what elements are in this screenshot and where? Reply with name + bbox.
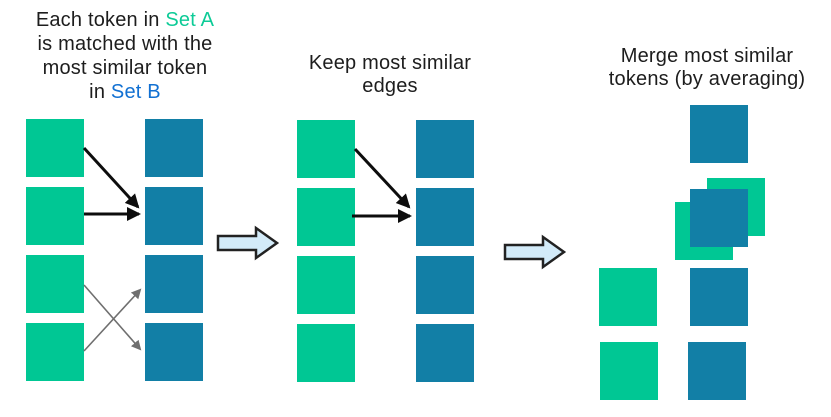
left-set-b-token-3: [145, 255, 203, 313]
middle-set-b-token-4: [416, 324, 474, 382]
left-set-b-token-2: [145, 187, 203, 245]
right-title-line1: Merge most similar: [620, 45, 794, 67]
middle-panel-title: Keep most similar edges: [277, 52, 503, 98]
right-teal-token-row4: [688, 342, 746, 400]
left-set-a-token-1: [26, 119, 84, 177]
middle-set-a-token-3: [297, 256, 355, 314]
left-panel-title: Each token in Set A is matched with the …: [0, 8, 250, 104]
right-merged-teal: [690, 189, 748, 247]
middle-title-line1: Keep most similar: [308, 52, 472, 74]
right-green-token-row3: [599, 268, 657, 326]
left-title-line4: in Set B: [89, 81, 161, 103]
middle-set-a-token-1: [297, 120, 355, 178]
middle-set-b-token-2: [416, 188, 474, 246]
step-arrow-2: [503, 234, 567, 270]
left-match-arrow-a3-b4: [83, 284, 142, 351]
middle-kept-edge-a1-b2: [353, 147, 411, 209]
right-title-line2: tokens (by averaging): [608, 68, 806, 90]
set-a-label: Set A: [165, 9, 215, 31]
left-set-b-token-4: [145, 323, 203, 381]
right-teal-token-row3: [690, 268, 748, 326]
middle-set-a-token-2: [297, 188, 355, 246]
left-title-line2: is matched with the: [37, 33, 213, 55]
right-panel-title: Merge most similar tokens (by averaging): [584, 45, 830, 91]
left-set-a-token-4: [26, 323, 84, 381]
right-token-single-teal: [690, 105, 748, 163]
left-set-b-token-1: [145, 119, 203, 177]
middle-title-line2: edges: [362, 75, 418, 97]
middle-set-b-token-3: [416, 256, 474, 314]
middle-set-b-token-1: [416, 120, 474, 178]
right-green-token-row4: [600, 342, 658, 400]
left-match-arrow-a1-b2: [82, 146, 140, 209]
left-match-arrow-a4-b3: [83, 288, 142, 352]
left-title-line3: most similar token: [42, 57, 208, 79]
left-title-line1: Each token in Set A: [35, 9, 215, 31]
left-set-a-token-2: [26, 187, 84, 245]
middle-set-a-token-4: [297, 324, 355, 382]
set-b-label: Set B: [110, 81, 161, 103]
left-set-a-token-3: [26, 255, 84, 313]
step-arrow-1: [216, 225, 280, 261]
